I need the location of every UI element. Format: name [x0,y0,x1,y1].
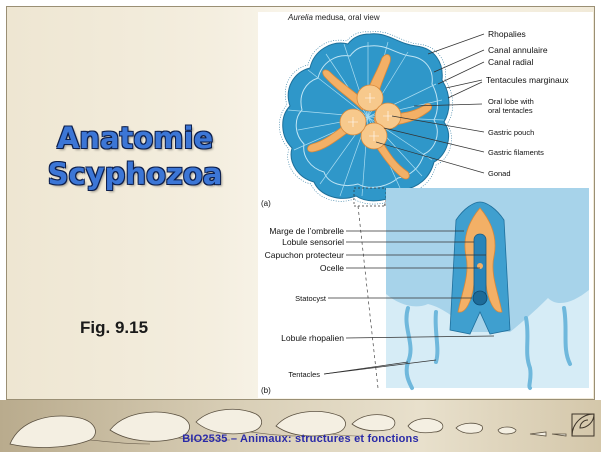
figure-caption: Aurelia medusa, oral view [287,13,380,22]
label-capuchon-protecteur: Capuchon protecteur [265,250,345,260]
labels-panel-b: Marge de l’ombrelle Lobule sensoriel Cap… [265,226,345,379]
medusa-oral-view [279,32,452,206]
footer-course-title: BIO2535 – Animaux: structures et fonctio… [0,433,601,445]
rhopalium-detail [386,188,589,388]
anatomy-figure-svg: Aurelia medusa, oral view [258,12,593,398]
label-oral-lobe-1: Oral lobe with [488,97,534,106]
label-marge-ombrelle: Marge de l’ombrelle [269,226,344,236]
label-ocelle: Ocelle [320,263,344,273]
label-tentacles: Tentacles [288,370,320,379]
label-canal-radial: Canal radial [488,57,533,67]
panel-a-label: (a) [261,199,271,208]
labels-panel-a: Rhopalies Canal annulaire Canal radial T… [486,29,569,178]
figure-reference: Fig. 9.15 [80,318,148,338]
label-tentacules-marginaux: Tentacules marginaux [486,75,569,85]
label-statocyst: Statocyst [295,294,327,303]
label-lobule-rhopalien: Lobule rhopalien [281,333,344,343]
label-oral-lobe-2: oral tentacles [488,106,533,115]
slide-title: Anatomie Scyphozoa [40,120,230,192]
title-line-2: Scyphozoa [40,156,230,192]
label-lobule-sensoriel: Lobule sensoriel [282,237,344,247]
panel-b-label: (b) [261,386,271,395]
label-gastric-pouch: Gastric pouch [488,128,534,137]
label-rhopalies: Rhopalies [488,29,526,39]
label-gonad: Gonad [488,169,511,178]
title-line-1: Anatomie [40,120,230,156]
label-gastric-filaments: Gastric filaments [488,148,544,157]
anatomy-figure: Aurelia medusa, oral view [258,12,593,398]
statocyst-shape [473,291,487,305]
label-canal-annulaire: Canal annulaire [488,45,548,55]
